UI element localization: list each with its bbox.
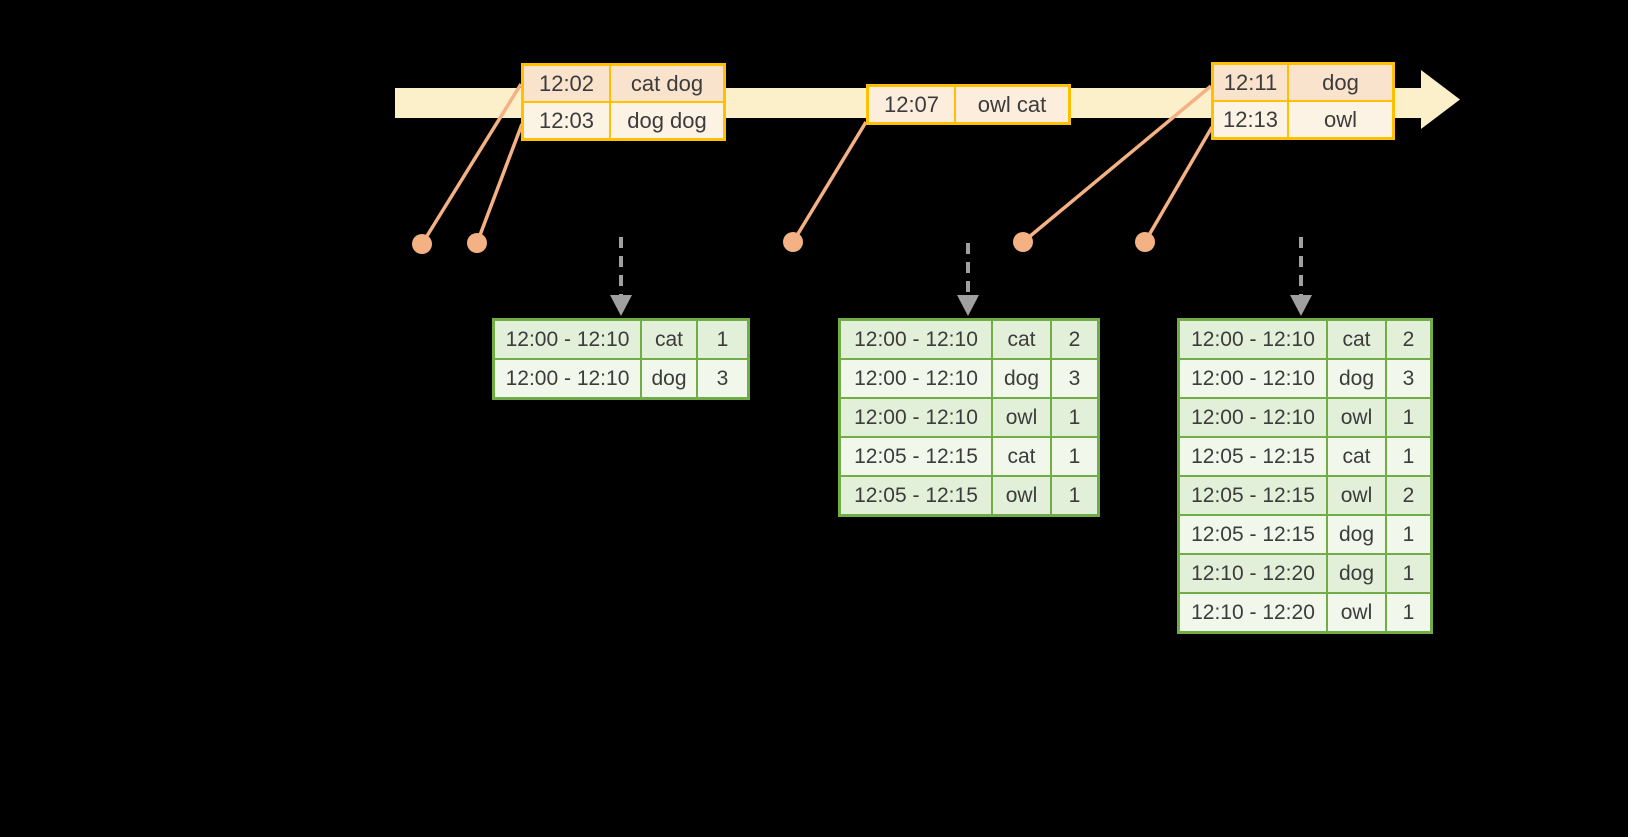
word-cell: dog [1328,360,1385,397]
word-cell: dog [993,360,1050,397]
word-cell: cat [993,321,1050,358]
word-cell: owl [1328,477,1385,514]
window-cell: 12:05 - 12:15 [841,477,991,514]
count-cell: 1 [1052,399,1097,436]
event-time: 12:02 [524,66,609,101]
window-cell: 12:00 - 12:10 [841,321,991,358]
window-cell: 12:05 - 12:15 [1180,516,1326,553]
window-cell: 12:00 - 12:10 [495,360,640,397]
count-cell: 1 [1387,555,1430,592]
event-table-2: 12:07 owl cat [866,84,1071,125]
word-cell: cat [1328,321,1385,358]
trigger-arrow-head-icon [957,295,979,316]
count-cell: 1 [1387,516,1430,553]
word-cell: dog [1328,555,1385,592]
event-link-line [1143,126,1214,243]
timeline-arrowhead-icon [1421,70,1460,129]
result-table-3: 12:00 - 12:10 cat 2 12:00 - 12:10 dog 3 … [1177,318,1433,634]
count-cell: 2 [1387,321,1430,358]
window-cell: 12:05 - 12:15 [1180,477,1326,514]
count-cell: 1 [1387,399,1430,436]
word-cell: dog [642,360,696,397]
event-link-line [420,83,523,245]
word-cell: owl [1328,399,1385,436]
word-cell: cat [1328,438,1385,475]
event-words: dog [1289,65,1392,100]
word-cell: cat [642,321,696,358]
event-words: owl [1289,102,1392,137]
word-cell: cat [993,438,1050,475]
window-cell: 12:00 - 12:10 [841,399,991,436]
event-marker-dot [412,234,432,254]
window-cell: 12:10 - 12:20 [1180,594,1326,631]
count-cell: 1 [1387,594,1430,631]
event-marker-dot [467,233,487,253]
word-cell: owl [1328,594,1385,631]
window-cell: 12:00 - 12:10 [1180,399,1326,436]
count-cell: 2 [1387,477,1430,514]
event-time: 12:03 [524,103,609,138]
trigger-arrow-head-icon [1290,295,1312,316]
window-cell: 12:00 - 12:10 [841,360,991,397]
result-table-2: 12:00 - 12:10 cat 2 12:00 - 12:10 dog 3 … [838,318,1100,517]
window-cell: 12:00 - 12:10 [495,321,640,358]
event-words: cat dog [611,66,723,101]
window-cell: 12:10 - 12:20 [1180,555,1326,592]
result-table-1: 12:00 - 12:10 cat 1 12:00 - 12:10 dog 3 [492,318,750,400]
event-marker-dot [1013,232,1033,252]
event-time: 12:13 [1214,102,1287,137]
event-words: owl cat [956,87,1068,122]
word-cell: dog [1328,516,1385,553]
event-time: 12:11 [1214,65,1287,100]
count-cell: 1 [1052,438,1097,475]
count-cell: 3 [1387,360,1430,397]
count-cell: 1 [1052,477,1097,514]
event-words: dog dog [611,103,723,138]
event-link-line [475,123,524,244]
window-cell: 12:00 - 12:10 [1180,360,1326,397]
trigger-arrow-head-icon [610,295,632,316]
window-cell: 12:05 - 12:15 [841,438,991,475]
event-link-line [791,121,868,243]
count-cell: 2 [1052,321,1097,358]
event-table-1: 12:02 cat dog 12:03 dog dog [521,63,726,141]
event-marker-dot [1135,232,1155,252]
window-cell: 12:00 - 12:10 [1180,321,1326,358]
word-cell: owl [993,477,1050,514]
count-cell: 1 [698,321,747,358]
count-cell: 1 [1387,438,1430,475]
count-cell: 3 [698,360,747,397]
event-table-3: 12:11 dog 12:13 owl [1211,62,1395,140]
word-cell: owl [993,399,1050,436]
count-cell: 3 [1052,360,1097,397]
event-marker-dot [783,232,803,252]
event-link-line [1021,84,1213,244]
event-time: 12:07 [869,87,954,122]
window-cell: 12:05 - 12:15 [1180,438,1326,475]
